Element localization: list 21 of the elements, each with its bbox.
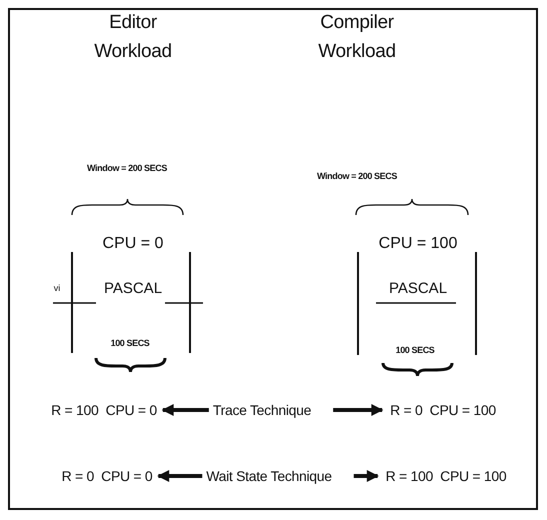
workload-title: Compiler Workload [317,11,397,64]
arrow [162,404,209,416]
window-label: Window = 200 SECS [317,171,397,181]
arrow [354,470,379,482]
window-label: Window = 200 SECS [87,163,167,173]
program-label: vi [54,283,60,293]
arrow [157,470,202,482]
program-label: PASCAL [388,280,448,297]
cpu-label: CPU = 0 [102,235,164,253]
duration-label: 100 SECS [396,345,434,355]
measurement-text: R = 0 CPU = 100 [390,402,496,418]
program-label: PASCAL [104,280,162,297]
measurement-text: Wait State Technique [206,468,332,484]
cpu-label: CPU = 100 [378,235,458,253]
measurement-text: R = 100 CPU = 0 [51,402,157,418]
workload-title: Editor Workload [93,11,173,64]
measurement-text: R = 0 CPU = 0 [62,468,152,484]
measurement-text: Trace Technique [212,402,312,418]
measurement-text: R = 100 CPU = 100 [386,468,506,484]
duration-label: 100 SECS [110,338,150,348]
arrow [333,404,384,416]
